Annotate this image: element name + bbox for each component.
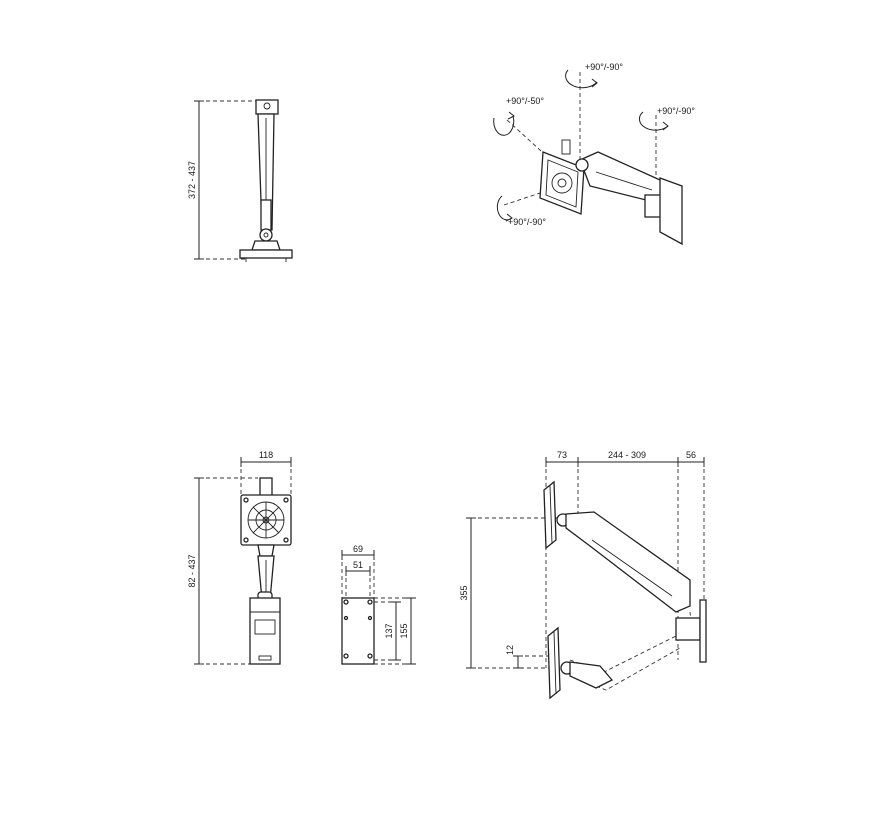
plate-inner-width-label: 51 bbox=[353, 560, 363, 570]
base-plate bbox=[239, 249, 293, 259]
front-view: 118 82 - 437 bbox=[187, 450, 292, 665]
arm-upper-position bbox=[565, 511, 691, 613]
plate-screw-hole bbox=[343, 653, 349, 659]
vesa-screw bbox=[243, 537, 249, 543]
plate-outer-height-label: 155 bbox=[399, 623, 409, 638]
joint bbox=[259, 228, 273, 242]
plate-screw-hole bbox=[367, 599, 373, 605]
front-width-label: 118 bbox=[259, 450, 273, 460]
base-neck bbox=[251, 240, 281, 251]
wall-plate bbox=[341, 597, 375, 665]
rotate-arrow-icon bbox=[496, 195, 513, 222]
reach-label: 244 - 309 bbox=[608, 450, 646, 460]
arm-seam bbox=[591, 539, 673, 597]
rotation-view: +90°/-50° +90°/-90° +90°/-90° +90°/-90° bbox=[493, 62, 695, 246]
bracket-slot bbox=[258, 655, 272, 661]
vesa-plate-upper bbox=[543, 480, 557, 550]
vesa-plate bbox=[539, 151, 585, 215]
vesa-plate-inner bbox=[545, 159, 579, 208]
vertical-travel-label: 355 bbox=[459, 585, 469, 600]
joint-pin bbox=[263, 232, 269, 238]
head-screw bbox=[263, 102, 271, 110]
vesa-hub bbox=[551, 172, 573, 194]
tilt-arrow-icon bbox=[493, 111, 515, 136]
side-view: 372 - 437 bbox=[187, 99, 293, 262]
neck bbox=[257, 544, 275, 557]
plate-screw-hole bbox=[343, 615, 349, 621]
arm-joint bbox=[575, 158, 589, 172]
plate-screw-hole bbox=[367, 615, 373, 621]
lower-tube bbox=[260, 199, 272, 231]
swivel-arrow-right-icon bbox=[638, 111, 669, 131]
plate-edge bbox=[553, 631, 557, 695]
rotate-label: +90°/-90° bbox=[508, 217, 546, 227]
plate-screw-hole bbox=[367, 653, 373, 659]
plate-edge bbox=[549, 485, 553, 545]
front-height-label: 82 - 437 bbox=[187, 554, 197, 587]
wall-plate bbox=[659, 177, 683, 246]
plate-screw-hole bbox=[343, 599, 349, 605]
swivel-arrow-icon bbox=[565, 69, 598, 89]
tilt-label: +90°/-50° bbox=[506, 96, 544, 106]
drop-label: 12 bbox=[505, 645, 515, 655]
right-swivel-label: +90°/-90° bbox=[657, 106, 695, 116]
tilt-axis bbox=[506, 119, 563, 171]
reach-view: 73 244 - 309 56 355 12 bbox=[459, 450, 707, 700]
vesa-screw bbox=[243, 497, 249, 503]
arm-lower-position-edge bbox=[569, 647, 681, 691]
bracket-window bbox=[254, 619, 276, 635]
vesa-screw bbox=[283, 497, 289, 503]
vesa-plate-lower bbox=[547, 626, 561, 700]
offset-label: 73 bbox=[557, 450, 567, 460]
arm-body bbox=[579, 151, 663, 201]
plate-outer-width-label: 69 bbox=[353, 544, 363, 554]
top-stem bbox=[259, 477, 273, 497]
vesa-screw bbox=[283, 537, 289, 543]
side-height-label: 372 - 437 bbox=[187, 161, 197, 199]
wall-joint bbox=[675, 617, 701, 641]
wall-plate-side bbox=[699, 599, 707, 663]
vesa-head bbox=[255, 99, 279, 115]
depth-label: 56 bbox=[686, 450, 696, 460]
top-swivel-label: +90°/-90° bbox=[585, 62, 623, 72]
vesa-hub-center bbox=[557, 178, 567, 188]
arm-lower-position bbox=[569, 611, 693, 673]
arm-lower-stub bbox=[569, 661, 614, 689]
arm-seam bbox=[595, 171, 653, 191]
wall-bracket bbox=[249, 597, 281, 665]
plate-inner-height-label: 137 bbox=[384, 623, 394, 638]
wall-plate-view: 69 51 137 155 bbox=[341, 544, 416, 665]
plate-tab bbox=[561, 139, 571, 155]
vesa-spoke bbox=[252, 506, 280, 534]
